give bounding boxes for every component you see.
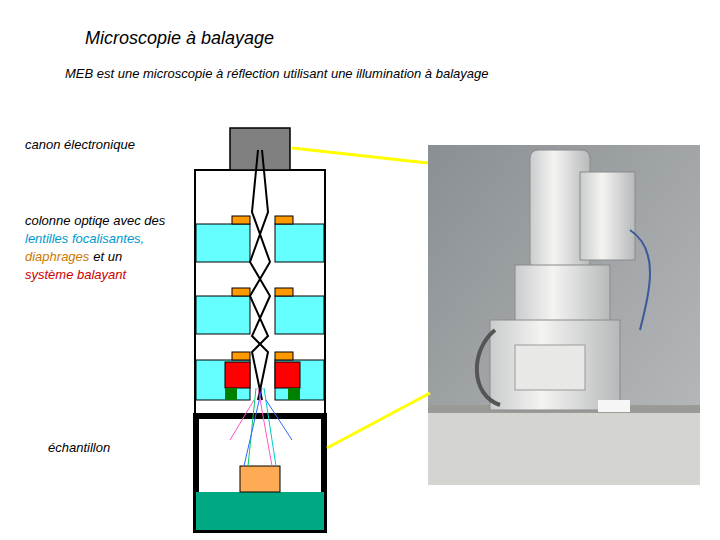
leader-line [327, 393, 430, 448]
subtitle: MEB est une microscopie à réflection uti… [65, 66, 488, 81]
part-label: diaphrages [25, 248, 89, 266]
part-label: lentilles focalisantes, [25, 230, 144, 248]
sem-photo [428, 145, 700, 485]
part-label: canon électronique [25, 137, 135, 152]
leader-line [292, 148, 428, 163]
part-label: et un [93, 248, 122, 266]
part-label: échantillon [48, 440, 110, 455]
part-label: colonne optiqe avec des [25, 212, 165, 230]
title: Microscopie à balayage [85, 28, 274, 49]
column-label: colonne optiqe avec deslentilles focalis… [25, 212, 190, 284]
part-label: système balayant [25, 266, 126, 284]
column-schematic [195, 128, 325, 530]
